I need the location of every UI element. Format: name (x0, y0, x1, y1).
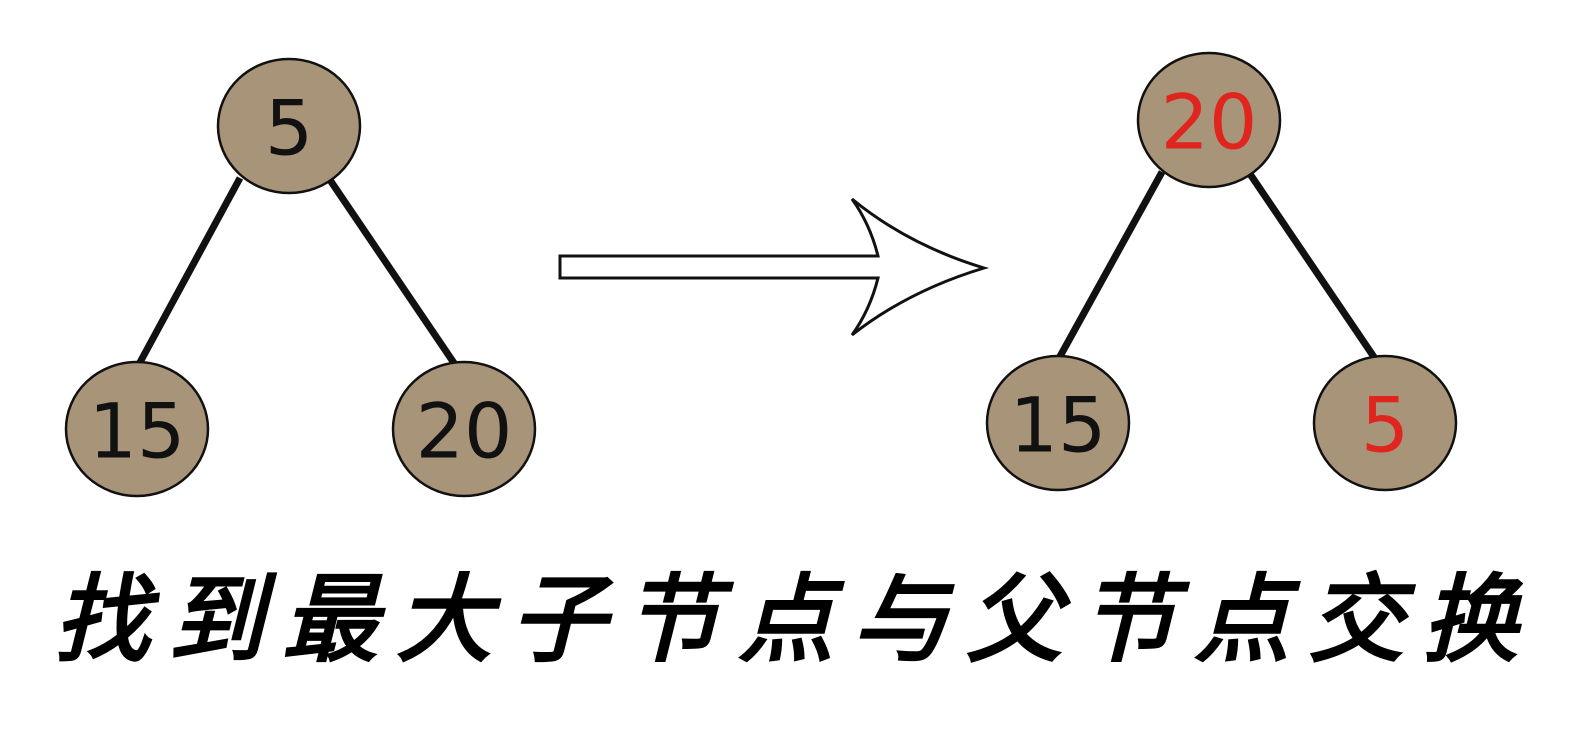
node-label: 15 (1010, 381, 1107, 470)
node-label: 20 (1161, 78, 1258, 167)
node-before-left: 15 (64, 360, 210, 498)
node-label: 5 (265, 84, 313, 173)
edge-after-root-right (1247, 172, 1379, 362)
node-after-root: 20 (1136, 51, 1282, 189)
node-label: 15 (89, 387, 186, 476)
tree-before: 5 15 20 (64, 57, 537, 498)
node-after-left: 15 (985, 354, 1131, 492)
node-label: 20 (416, 387, 513, 476)
node-before-root: 5 (216, 57, 362, 195)
edge-after-root-left (1054, 170, 1166, 362)
edge-before-root-right (327, 178, 459, 368)
node-after-right: 5 (1312, 354, 1458, 492)
node-label: 5 (1361, 381, 1409, 470)
node-before-right: 20 (391, 360, 537, 498)
caption: 找到最大子节点与父节点交换 (54, 563, 1536, 676)
tree-after: 20 15 5 (985, 51, 1458, 492)
transform-arrow (558, 197, 990, 337)
edge-before-root-left (134, 176, 244, 368)
